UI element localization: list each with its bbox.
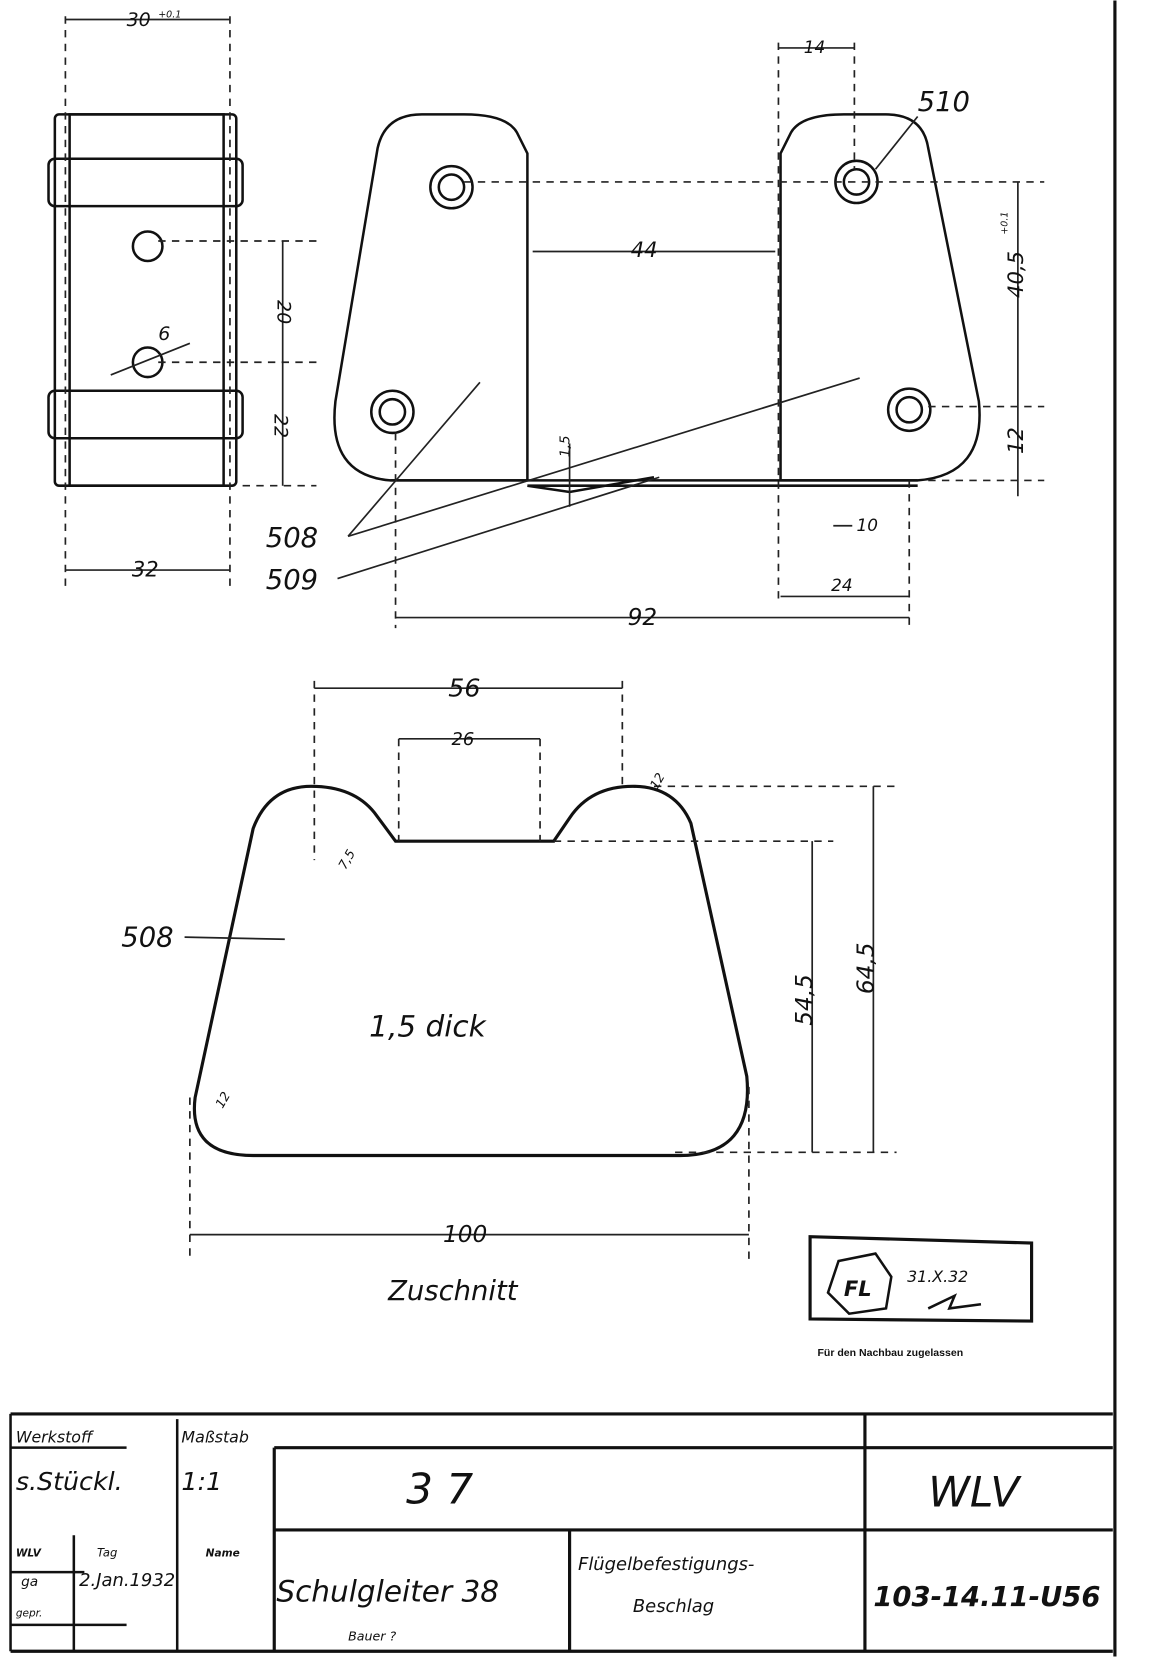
dim-label: 20 — [272, 300, 294, 324]
material-value: s.Stückl. — [16, 1467, 123, 1496]
date-value: 2.Jan.1932 — [79, 1570, 175, 1591]
radius-label: 12 — [647, 770, 668, 791]
approval-note: Für den Nachbau zugelassen — [817, 1347, 963, 1359]
dim-label: 6 — [158, 323, 170, 345]
quantity: 3 7 — [406, 1465, 473, 1514]
blank-view: 56 26 54,5 64,5 7,5 12 12 508 1,5 dick 1… — [121, 674, 897, 1307]
dim-label: 54,5 — [791, 974, 818, 1026]
signature — [927, 1293, 982, 1310]
hole — [131, 346, 164, 379]
stamp-logo — [826, 1252, 893, 1316]
column-header: WLV — [16, 1547, 42, 1559]
dim-label: 64,5 — [852, 942, 879, 994]
dim-label: 22 — [269, 414, 291, 438]
dim-label: 14 — [804, 37, 825, 57]
thickness-note: 1,5 dick — [369, 1009, 487, 1043]
title-block: Werkstoff Maßstab s.Stückl. 1:1 3 7 WLV … — [9, 1412, 1113, 1653]
scale-value: 1:1 — [181, 1467, 222, 1496]
initials: gepr. — [16, 1607, 43, 1619]
dim-label: 32 — [132, 556, 159, 581]
part-name: Beschlag — [633, 1596, 714, 1617]
dim-tolerance: +0.1 — [999, 212, 1010, 235]
dim-label: 10 — [856, 515, 877, 535]
column-header: Tag — [97, 1545, 117, 1559]
dim-label: 100 — [443, 1221, 487, 1248]
part-name: Flügelbefestigungs- — [578, 1554, 754, 1575]
part-number-label: 508 — [266, 523, 318, 554]
dim-label: 26 — [451, 729, 474, 750]
hole — [131, 230, 164, 263]
part-number-label: 510 — [918, 87, 970, 118]
radius-label: 7,5 — [335, 847, 358, 872]
front-view: 14 44 40,5 +0.1 12 1,5 10 24 92 508 509 … — [266, 37, 1045, 631]
stamp-logo-text: FL — [844, 1276, 872, 1301]
material-label: Werkstoff — [16, 1427, 94, 1446]
scale-label: Maßstab — [181, 1427, 248, 1446]
aircraft-subtitle: Bauer ? — [348, 1629, 396, 1644]
dim-label: 12 — [1003, 427, 1028, 454]
part-number-label: 508 — [121, 923, 173, 954]
dim-label: 1,5 — [558, 435, 574, 457]
part-number-label: 509 — [266, 565, 318, 596]
dim-tolerance: +0.1 — [158, 9, 181, 20]
aircraft-name: Schulgleiter 38 — [276, 1575, 499, 1609]
approval-stamp: FL 31.X.32 Für den Nachbau zugelassen — [808, 1235, 1034, 1359]
dim-label: 24 — [831, 575, 852, 595]
dim-label: 56 — [448, 674, 480, 703]
stamp-date: 31.X.32 — [907, 1267, 968, 1286]
view-caption: Zuschnitt — [387, 1276, 519, 1307]
dim-label: 30 — [127, 9, 151, 31]
dim-label: 92 — [628, 604, 658, 631]
column-header: Name — [206, 1547, 240, 1559]
radius-label: 12 — [212, 1089, 233, 1110]
dim-label: 44 — [631, 237, 658, 262]
initials: ga — [21, 1574, 38, 1590]
side-view: 30 +0.1 32 20 22 6 — [47, 9, 317, 592]
dim-label: 40,5 — [1003, 251, 1028, 298]
drawing-number: 103-14.11-U56 — [873, 1582, 1100, 1613]
company-name: WLV — [928, 1468, 1022, 1517]
rivet-holes — [370, 159, 932, 435]
